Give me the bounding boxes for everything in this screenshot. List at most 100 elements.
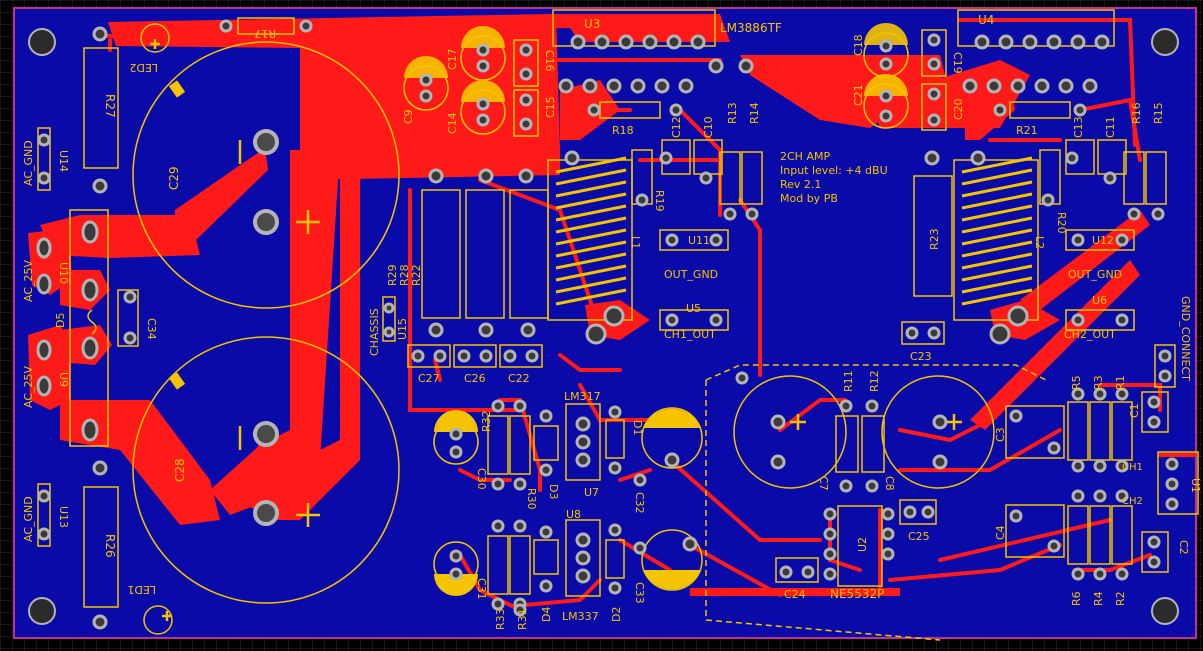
label-D5: D5 — [54, 313, 67, 328]
label-U12: U12 — [1092, 234, 1114, 247]
label-LED2: LED2 — [129, 61, 158, 74]
label-C21: C21 — [852, 84, 865, 106]
labels-layer: R17 LED2 R27 C29 AC_GND U14 AC_25V U10 D… — [22, 13, 1202, 630]
label-CHASSIS: CHASSIS — [368, 308, 381, 356]
capacitor-C29-outline — [132, 41, 400, 309]
regulator-LM317-outline — [565, 403, 601, 481]
label-CH1-OUT: CH1_OUT — [664, 328, 716, 341]
label-note-line-3: Rev 2.1 — [780, 178, 821, 191]
label-L1: L1 — [629, 236, 642, 249]
mount-hole-tr — [1151, 28, 1179, 56]
label-C11: C11 — [1104, 116, 1117, 138]
label-note-line-2: Input level: +4 dBU — [780, 164, 888, 177]
label-R26: R26 — [103, 534, 117, 558]
label-U2: U2 — [856, 537, 869, 552]
label-C15: C15 — [544, 96, 557, 118]
label-D2: D2 — [610, 607, 623, 622]
label-OUT-GND-1: OUT_GND — [664, 268, 718, 281]
label-C9: C9 — [402, 109, 415, 124]
resistor-R27-outline — [83, 47, 119, 169]
mount-hole-br — [1151, 597, 1179, 625]
label-D3: D3 — [547, 484, 560, 499]
label-R13: R13 — [726, 102, 739, 124]
label-AC25V-1: AC_25V — [22, 259, 35, 302]
label-U11: U11 — [688, 234, 710, 247]
label-R5: R5 — [1070, 375, 1083, 390]
label-R20: R20 — [1055, 212, 1068, 234]
inductor-L2-outline — [953, 159, 1039, 321]
label-R1: R1 — [1114, 375, 1127, 390]
label-LM3886TF: LM3886TF — [720, 21, 782, 35]
label-C32: C32 — [633, 492, 646, 514]
label-U6: U6 — [1092, 294, 1107, 307]
mount-hole-bl — [28, 597, 56, 625]
label-C34: C34 — [145, 318, 158, 340]
capacitor-C28-outline — [132, 336, 400, 604]
label-R11: R11 — [842, 370, 855, 392]
label-R19: R19 — [653, 190, 666, 212]
polarity-signs — [150, 39, 962, 621]
label-C30: C30 — [475, 468, 488, 490]
label-NE5532P: NE5532P — [830, 587, 884, 601]
label-C25: C25 — [908, 530, 930, 543]
label-R15: R15 — [1152, 102, 1165, 124]
label-U13: U13 — [57, 506, 70, 528]
label-R31: R31 — [516, 608, 529, 630]
label-R2: R2 — [1114, 591, 1127, 606]
label-R27: R27 — [103, 94, 117, 118]
label-R16: R16 — [1130, 102, 1143, 124]
label-D1: D1 — [631, 420, 644, 435]
label-C14: C14 — [446, 112, 459, 134]
label-R14: R14 — [748, 102, 761, 124]
silkscreen-layer — [37, 9, 1199, 641]
label-AC25V-2: AC_25V — [22, 365, 35, 408]
label-C31: C31 — [475, 578, 488, 600]
label-C4: C4 — [994, 525, 1007, 540]
label-R6: R6 — [1070, 591, 1083, 606]
label-GND-CONNECT: GND_CONNECT — [1179, 296, 1192, 381]
label-C24: C24 — [784, 588, 806, 601]
label-LED1: LED1 — [127, 583, 156, 596]
label-AC-GND-bot: AC_GND — [22, 496, 35, 542]
resistor-R26-outline — [83, 486, 119, 608]
label-LM317: LM317 — [564, 390, 601, 403]
label-U3: U3 — [584, 17, 600, 31]
label-C1: C1 — [1128, 403, 1141, 418]
label-note-line-1: 2CH AMP — [780, 150, 830, 163]
label-R18: R18 — [612, 124, 634, 137]
label-L2: L2 — [1033, 236, 1046, 249]
thin-traces — [98, 18, 1197, 612]
label-U7: U7 — [584, 486, 599, 499]
label-U4: U4 — [978, 13, 994, 27]
label-C3: C3 — [994, 427, 1007, 442]
label-OUT-GND-2: OUT_GND — [1068, 268, 1122, 281]
label-U9: U9 — [57, 372, 70, 387]
label-C23: C23 — [910, 350, 932, 363]
regulator-LM337-outline — [565, 519, 601, 597]
label-C17: C17 — [446, 48, 459, 70]
ic-U2-outline — [837, 505, 883, 587]
label-R32: R32 — [480, 410, 493, 432]
label-CH2: CH2 — [1122, 496, 1143, 507]
label-CH2-OUT: CH2_OUT — [1064, 328, 1116, 341]
label-U15: U15 — [396, 318, 409, 340]
coil-windings — [555, 156, 1033, 306]
label-R30: R30 — [525, 488, 538, 510]
label-C13: C13 — [1072, 116, 1085, 138]
label-R29: R29 — [386, 264, 399, 286]
label-CH1: CH1 — [1122, 462, 1143, 473]
label-C18: C18 — [852, 34, 865, 56]
mount-hole-tl — [28, 28, 56, 56]
ic-U3-outline — [552, 9, 716, 47]
label-LM337: LM337 — [562, 610, 599, 623]
label-C27: C27 — [418, 372, 440, 385]
label-R4: R4 — [1092, 591, 1105, 606]
pads-layer — [28, 19, 1179, 630]
label-R21: R21 — [1016, 124, 1038, 137]
label-U14: U14 — [57, 150, 70, 172]
label-C20: C20 — [952, 98, 965, 120]
label-C7: C7 — [817, 476, 830, 491]
label-C12: C12 — [670, 116, 683, 138]
